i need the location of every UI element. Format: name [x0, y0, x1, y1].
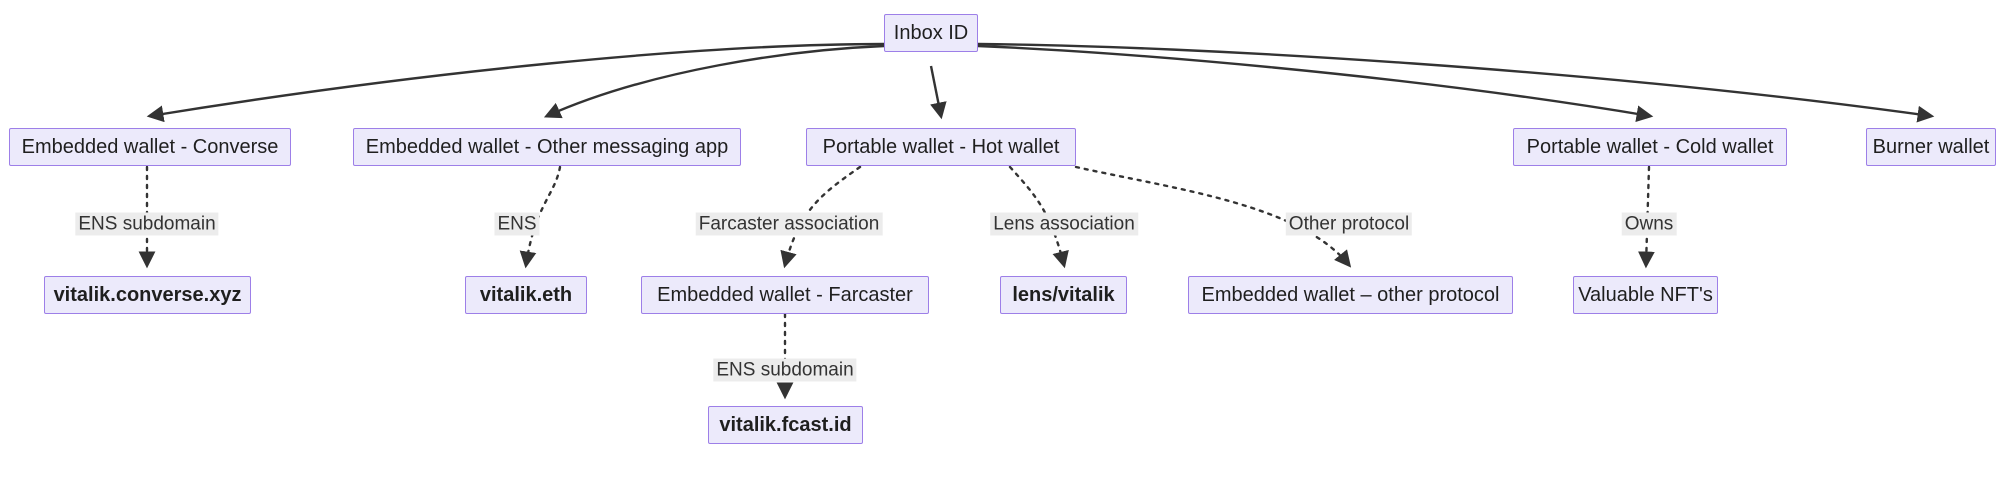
node-vitalketh[interactable]: vitalik.eth — [465, 276, 587, 314]
node-otherproto[interactable]: Embedded wallet – other protocol — [1188, 276, 1513, 314]
node-conversexyz[interactable]: vitalik.converse.xyz — [44, 276, 251, 314]
edge-label-hot-otherproto: Other protocol — [1285, 212, 1413, 236]
edge-inbox-hot — [929, 65, 947, 120]
edge-label-fcwallet-fcastid: ENS subdomain — [713, 358, 857, 382]
node-fcastid[interactable]: vitalik.fcast.id — [708, 406, 863, 444]
solid-edges — [146, 42, 1935, 123]
node-lensvitalik[interactable]: lens/vitalik — [1000, 276, 1127, 314]
node-label: vitalik.fcast.id — [719, 414, 852, 436]
edge-label-hot-fcwallet: Farcaster association — [695, 212, 883, 236]
node-label: Embedded wallet - Farcaster — [657, 284, 913, 306]
node-label: Inbox ID — [893, 22, 969, 44]
node-label: vitalik.converse.xyz — [53, 284, 242, 306]
node-label: Burner wallet — [1872, 136, 1990, 158]
node-othermsg[interactable]: Embedded wallet - Other messaging app — [353, 128, 741, 166]
edge-inbox-burner — [977, 42, 1935, 123]
node-fcwallet[interactable]: Embedded wallet - Farcaster — [641, 276, 929, 314]
edge-label-cold-nfts: Owns — [1621, 212, 1677, 236]
node-label: lens/vitalik — [1012, 284, 1115, 306]
edge-inbox-converse — [146, 42, 885, 123]
node-cold[interactable]: Portable wallet - Cold wallet — [1513, 128, 1787, 166]
edge-label-othermsg-vitalketh: ENS — [494, 212, 540, 236]
node-label: Portable wallet - Cold wallet — [1526, 136, 1774, 158]
node-inbox[interactable]: Inbox ID — [884, 14, 978, 52]
node-hot[interactable]: Portable wallet - Hot wallet — [806, 128, 1076, 166]
node-label: Embedded wallet - Other messaging app — [365, 136, 729, 158]
node-converse[interactable]: Embedded wallet - Converse — [9, 128, 291, 166]
node-label: Portable wallet - Hot wallet — [822, 136, 1060, 158]
edge-inbox-cold — [977, 44, 1654, 123]
node-label: Valuable NFT's — [1578, 284, 1713, 306]
edge-label-hot-lensvitalik: Lens association — [990, 212, 1138, 236]
node-label: Embedded wallet - Converse — [21, 136, 279, 158]
edge-inbox-othermsg — [543, 44, 885, 119]
node-label: Embedded wallet – other protocol — [1201, 284, 1500, 306]
edge-label-converse-conversexyz: ENS subdomain — [75, 212, 219, 236]
node-burner[interactable]: Burner wallet — [1866, 128, 1996, 166]
node-nfts[interactable]: Valuable NFT's — [1573, 276, 1718, 314]
node-label: vitalik.eth — [479, 284, 573, 306]
